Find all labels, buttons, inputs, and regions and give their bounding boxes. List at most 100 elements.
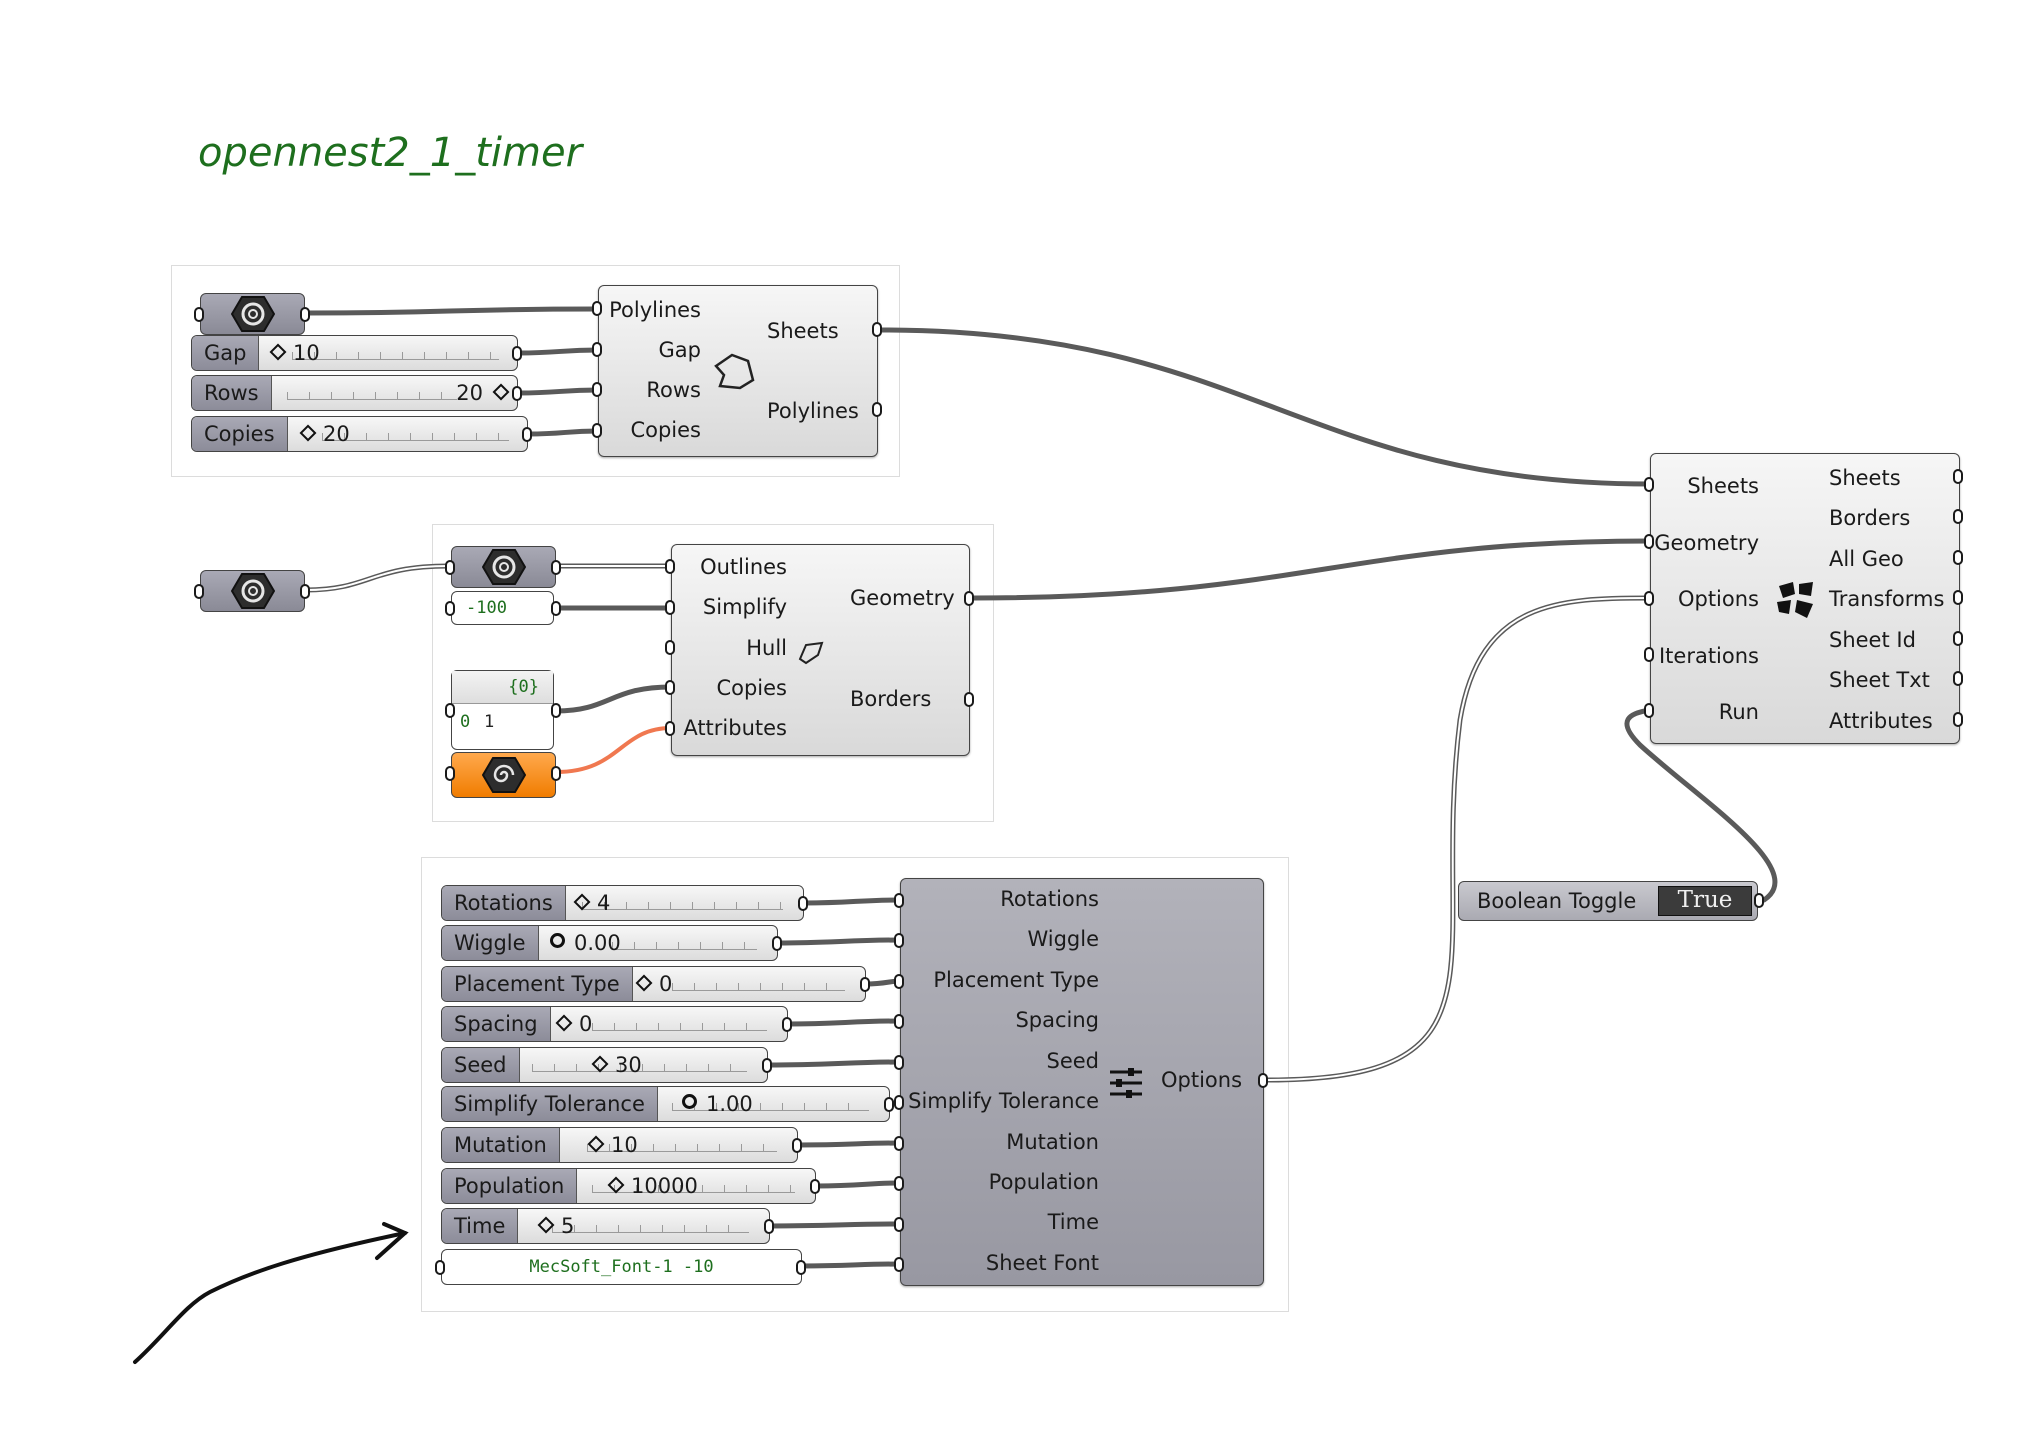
options-in-population-port[interactable] [894,1176,904,1191]
nest-component[interactable]: Sheets Geometry Options Iterations Run S… [1650,453,1960,744]
attributes-param-input[interactable] [445,766,455,781]
population-slider[interactable]: Population 10000 [441,1168,816,1204]
sheet-component[interactable]: Polylines Gap Rows Copies Sheets Polylin… [598,285,878,457]
gap-slider-output[interactable] [512,346,522,361]
sheet-in-gap-port[interactable] [592,342,602,357]
rotations-slider[interactable]: Rotations 4 [441,885,804,921]
nest-out-attributes-port[interactable] [1953,712,1963,727]
rows-slider-output[interactable] [512,386,522,401]
options-in-placement-port[interactable] [894,974,904,989]
geometry-in-hull-port[interactable] [665,640,675,655]
time-slider-output[interactable] [764,1219,774,1234]
sheet-in-polylines-port[interactable] [592,301,602,316]
wiggle-slider[interactable]: Wiggle 0.00 [441,925,778,961]
gap-slider-track[interactable] [292,352,499,360]
options-in-wiggle-port[interactable] [894,933,904,948]
copies-slider-track[interactable] [322,433,509,441]
outlines-param[interactable] [451,546,556,588]
nest-in-options-port[interactable] [1644,591,1654,606]
mutation-slider-track[interactable] [587,1144,777,1152]
copies-panel-output[interactable] [551,703,561,718]
simplify-tolerance-slider-track[interactable] [672,1103,869,1111]
sheet-font-text[interactable]: MecSoft_Font-1 -10 [441,1249,802,1285]
outlines-param-input[interactable] [445,560,455,575]
copies-slider-output[interactable] [522,427,532,442]
options-in-seed-port[interactable] [894,1055,904,1070]
polyline-param-output[interactable] [300,307,310,322]
nest-out-borders-port[interactable] [1953,509,1963,524]
population-slider-output[interactable] [810,1179,820,1194]
spacing-slider-output[interactable] [782,1017,792,1032]
copies-panel-input[interactable] [445,703,455,718]
polyline-param[interactable] [200,293,305,335]
sheet-in-rows-port[interactable] [592,382,602,397]
nest-in-geometry-port[interactable] [1644,534,1654,549]
outlines-param-output[interactable] [551,560,561,575]
options-out-options-port[interactable] [1258,1073,1268,1088]
options-in-sheet-font-port[interactable] [894,1257,904,1272]
time-slider[interactable]: Time 5 [441,1208,770,1244]
copies-slider[interactable]: Copies 20 [191,416,528,452]
seed-slider-output[interactable] [762,1058,772,1073]
nest-in-sheets-port[interactable] [1644,477,1654,492]
boolean-toggle-output[interactable] [1754,893,1764,908]
rotations-slider-output[interactable] [798,896,808,911]
time-slider-track[interactable] [552,1225,749,1233]
boolean-toggle-value[interactable]: True [1658,886,1752,916]
simplify-number-output[interactable] [551,601,561,616]
spacing-slider[interactable]: Spacing 0 [441,1006,788,1042]
options-in-rotations-port[interactable] [894,893,904,908]
simplify-tolerance-slider[interactable]: Simplify Tolerance 1.00 [441,1086,890,1122]
boolean-toggle[interactable]: Boolean Toggle True [1458,881,1758,921]
simplify-number-input[interactable] [445,601,455,616]
nest-out-transforms-port[interactable] [1953,590,1963,605]
spacing-slider-track[interactable] [592,1023,767,1031]
mutation-slider-output[interactable] [792,1138,802,1153]
geometry-in-copies-port[interactable] [665,680,675,695]
geometry-in-outlines-port[interactable] [665,559,675,574]
options-in-time-port[interactable] [894,1217,904,1232]
outlines-source-param[interactable] [200,570,305,612]
seed-slider[interactable]: Seed 30 [441,1047,768,1083]
geometry-in-simplify-port[interactable] [665,600,675,615]
placement-type-slider-output[interactable] [860,977,870,992]
copies-panel[interactable]: {0} 0 1 [451,670,554,750]
geometry-component[interactable]: Outlines Simplify Hull Copies Attributes… [671,544,970,756]
rotations-slider-track[interactable] [582,902,783,910]
nest-out-sheet-id-port[interactable] [1953,631,1963,646]
simplify-number[interactable]: -100 [451,591,554,625]
sheet-in-copies-port[interactable] [592,423,602,438]
options-in-simplify-tol-port[interactable] [894,1095,904,1110]
nest-out-sheets-port[interactable] [1953,469,1963,484]
nest-in-run-port[interactable] [1644,703,1654,718]
wiggle-slider-track[interactable] [612,942,757,950]
mutation-slider[interactable]: Mutation 10 [441,1127,798,1163]
geometry-in-attributes-port[interactable] [665,721,675,736]
simplify-tolerance-slider-output[interactable] [884,1097,894,1112]
sheet-font-text-input[interactable] [435,1260,445,1275]
wiggle-slider-output[interactable] [772,936,782,951]
rows-slider[interactable]: Rows 20 [191,375,518,411]
nest-out-sheet-txt-port[interactable] [1953,671,1963,686]
nest-in-iterations-port[interactable] [1644,647,1654,662]
geometry-out-borders-port[interactable] [964,692,974,707]
sheet-font-text-output[interactable] [796,1260,806,1275]
sheet-out-polylines-port[interactable] [872,402,882,417]
rows-slider-track[interactable] [287,392,457,400]
gap-slider[interactable]: Gap 10 [191,335,518,371]
attributes-param[interactable] [451,752,556,798]
attributes-param-output[interactable] [551,766,561,781]
nest-out-all-geo-port[interactable] [1953,550,1963,565]
placement-type-slider[interactable]: Placement Type 0 [441,966,866,1002]
options-component[interactable]: Rotations Wiggle Placement Type Spacing … [900,878,1264,1286]
sheet-out-sheets-port[interactable] [872,322,882,337]
canvas-title: opennest2_1_timer [198,130,583,176]
time-slider-value: 5 [540,1209,574,1243]
geometry-out-geometry-port[interactable] [964,591,974,606]
polyline-param-input[interactable] [194,307,204,322]
options-in-mutation-port[interactable] [894,1136,904,1151]
outlines-source-input[interactable] [194,584,204,599]
outlines-source-output[interactable] [300,584,310,599]
placement-type-slider-track[interactable] [672,983,845,991]
options-in-spacing-port[interactable] [894,1014,904,1029]
